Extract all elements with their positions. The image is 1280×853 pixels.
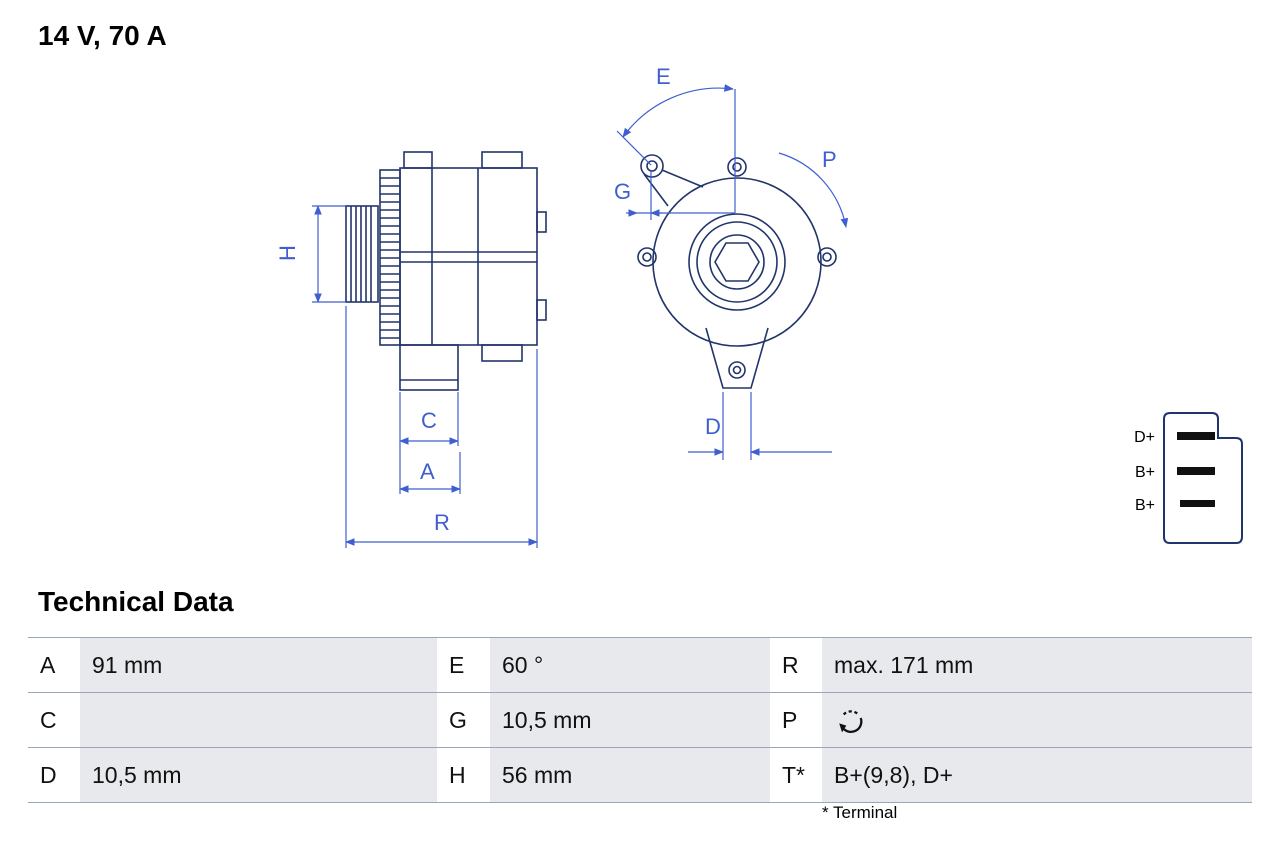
alternator-front-view — [637, 154, 837, 389]
dim-value-cell — [80, 693, 437, 747]
dimension-label-A: A — [420, 459, 435, 484]
top-lug-right — [481, 151, 523, 169]
bottom-lug-right — [481, 344, 523, 362]
top-ear — [727, 157, 747, 177]
bearing-boss-outer — [688, 213, 786, 311]
top-ear-hole — [732, 162, 742, 172]
dim-value-cell: 56 mm — [490, 748, 770, 802]
dim-key-cell: H — [437, 748, 490, 802]
terminal-pin — [1177, 467, 1215, 475]
fan-blades — [380, 177, 400, 339]
right-ear — [817, 247, 837, 267]
alternator-side-view — [345, 151, 547, 391]
right-ear-hole — [822, 252, 832, 262]
top-lug-left — [403, 151, 433, 169]
dimension-label-C: C — [421, 408, 437, 433]
pin-label: B+ — [1135, 497, 1155, 514]
rear-stud-top — [536, 211, 547, 233]
dim-value-cell: 91 mm — [80, 638, 437, 692]
dim-key-cell: G — [437, 693, 490, 747]
dim-key-cell: C — [28, 693, 80, 747]
technical-data-table: A 91 mm E 60 ° R max. 171 mm C G 10,5 mm… — [28, 637, 1252, 803]
dim-key-cell: E — [437, 638, 490, 692]
terminal-pin — [1177, 432, 1215, 440]
housing — [399, 167, 538, 346]
technical-drawing: H C A R — [275, 64, 1243, 548]
pulley-grooves — [350, 206, 372, 302]
dim-value-cell: 60 ° — [490, 638, 770, 692]
dimension-label-R: R — [434, 510, 450, 535]
front-housing-circle — [652, 177, 822, 347]
pin-label: B+ — [1135, 464, 1155, 481]
dim-key-cell: T* — [770, 748, 822, 802]
mounting-lug-boss — [640, 154, 664, 178]
terminal-pin — [1180, 500, 1215, 507]
pin-label: D+ — [1134, 429, 1155, 446]
terminal-footnote: * Terminal — [822, 803, 898, 822]
dimension-label-P: P — [822, 147, 837, 172]
housing-sections — [400, 168, 537, 345]
connector-outline — [1163, 412, 1243, 544]
bottom-lug-boss — [728, 361, 746, 379]
dimension-label-E: E — [656, 64, 671, 89]
left-ear-hole — [642, 252, 652, 262]
dimension-label-H: H — [275, 245, 300, 261]
left-ear — [637, 247, 657, 267]
bottom-mounting-lug — [705, 327, 769, 389]
bearing-boss-inner — [696, 221, 778, 303]
mounting-lug-hole — [646, 160, 658, 172]
bottom-lug-hole — [732, 365, 742, 375]
pulley — [345, 205, 379, 303]
table-row: C G 10,5 mm P — [28, 692, 1252, 747]
dim-key-cell: R — [770, 638, 822, 692]
dim-key-cell: D — [28, 748, 80, 802]
shaft-circle — [709, 234, 765, 290]
dim-value-cell: B+(9,8), D+ — [822, 748, 1252, 802]
mounting-lug-arms — [643, 169, 704, 207]
dim-value-cell: 10,5 mm — [80, 748, 437, 802]
dim-value-cell: max. 171 mm — [822, 638, 1252, 692]
dimension-label-G: G — [614, 179, 631, 204]
mounting-foot — [399, 344, 459, 391]
dim-value-cell: 10,5 mm — [490, 693, 770, 747]
dimension-label-D: D — [705, 414, 721, 439]
dim-value-cell — [822, 693, 1252, 747]
side-view-dimensions — [312, 205, 538, 548]
front-view-dimensions — [616, 84, 849, 460]
table-row: D 10,5 mm H 56 mm T* B+(9,8), D+ — [28, 747, 1252, 803]
shaft-nut-hex — [714, 242, 760, 282]
page-title: 14 V, 70 A — [38, 20, 167, 51]
dim-key-cell: A — [28, 638, 80, 692]
connector-diagram: D+ B+ B+ — [1134, 412, 1243, 544]
clockwise-rotation-icon — [839, 709, 863, 733]
dim-key-cell: P — [770, 693, 822, 747]
rear-stud-bottom — [536, 299, 547, 321]
technical-data-heading: Technical Data — [38, 586, 234, 617]
table-row: A 91 mm E 60 ° R max. 171 mm — [28, 637, 1252, 692]
